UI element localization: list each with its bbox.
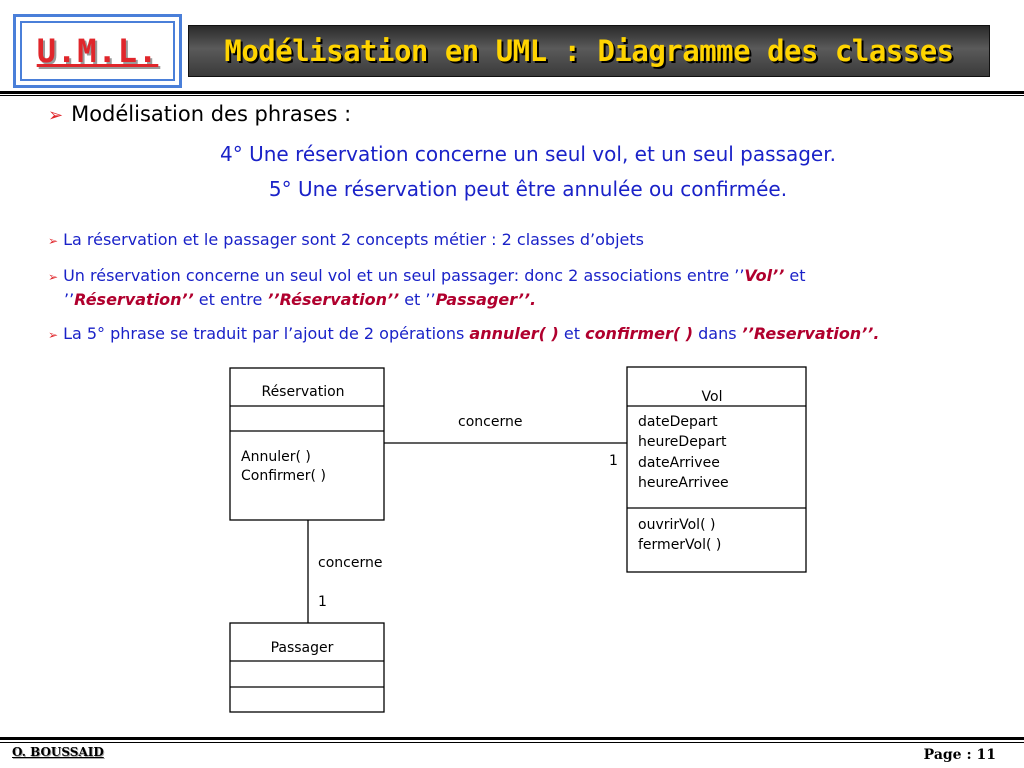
slide-title: Modélisation en UML : Diagramme des clas… [224,34,954,68]
class-vol-box [626,366,807,573]
point-2-continued: ’’Réservation’’ et entre ’’Réservation’’… [64,288,536,312]
class-vol-attr-datearrivee: dateArrivee [638,455,720,471]
point-2-em-reservation-2: ’’Réservation’’ [267,290,400,309]
point-1: ➢ La réservation et le passager sont 2 co… [48,228,644,253]
association-label-res-vol: concerne [458,414,522,430]
logo-frame: U.M.L. [20,21,175,81]
point-3-text-b: et [558,324,586,343]
point-2-em-vol: Vol’’ [744,266,785,285]
title-bar: Modélisation en UML : Diagramme des clas… [188,25,990,77]
class-reservation-op-confirmer: Confirmer( ) [241,468,326,484]
class-reservation-box [229,367,385,521]
point-2-text-d: et ’’ [399,290,436,309]
point-2-em-passager: Passager’’. [435,290,537,309]
class-vol: Vol dateDepart heureDepart dateArrivee h… [626,366,807,573]
class-vol-name: Vol [702,389,723,405]
arrow-bullet-icon: ➢ [48,328,59,342]
sentence-5: 5° Une réservation peut être annulée ou … [268,177,788,201]
header-divider [0,91,1024,94]
point-2-quote: ’’ [64,290,75,309]
main-bullet: ➢ Modélisation des phrases : [48,102,351,126]
header-divider-thin [0,95,1024,96]
point-3-text-c: dans [693,324,742,343]
point-2-em-reservation: Réservation’’ [74,290,194,309]
class-vol-attr-datedepart: dateDepart [638,414,718,430]
sentence-4: 4° Une réservation concerne un seul vol,… [220,142,836,166]
point-1-text: La réservation et le passager sont 2 con… [63,230,644,249]
main-bullet-text: Modélisation des phrases : [71,102,352,126]
arrow-bullet-icon: ➢ [48,270,59,284]
multiplicity-res-vol: 1 [609,453,618,469]
footer-author: O. BOUSSAID [12,745,104,759]
point-2-text-a: Un réservation concerne un seul vol et u… [63,266,745,285]
arrow-bullet-icon: ➢ [48,105,64,126]
footer-divider-thin [0,742,1024,743]
class-vol-attr-heurearrivee: heureArrivee [638,475,729,491]
association-label-res-passager: concerne [318,555,382,571]
class-vol-op-ouvrir: ouvrirVol( ) [638,517,715,533]
arrow-bullet-icon: ➢ [48,234,59,248]
class-vol-op-fermer: fermerVol( ) [638,537,721,553]
page-number: Page : 11 [923,747,996,763]
class-vol-attr-heuredepart: heureDepart [638,434,727,450]
point-2-text-c: et entre [193,290,268,309]
point-3-text-a: La 5° phrase se traduit par l’ajout de 2… [63,324,470,343]
class-reservation-op-annuler: Annuler( ) [241,449,311,465]
point-2-text-b: et [784,266,806,285]
class-passager-box [229,622,385,713]
point-3-em-annuler: annuler( ) [469,324,559,343]
class-passager-name: Passager [271,640,334,656]
point-3-em-confirmer: confirmer( ) [585,324,694,343]
logo-text: U.M.L. [36,32,159,70]
class-reservation-name: Réservation [261,384,344,400]
multiplicity-res-passager: 1 [318,594,327,610]
class-reservation: Réservation Annuler( ) Confirmer( ) [229,367,385,521]
point-3: ➢ La 5° phrase se traduit par l’ajout de … [48,322,879,347]
point-3-em-reservation: ’’Reservation’’. [741,324,880,343]
point-2: ➢ Un réservation concerne un seul vol et … [48,264,805,289]
uml-logo: U.M.L. [13,14,182,88]
footer-divider [0,737,1024,740]
class-passager: Passager [229,622,385,713]
